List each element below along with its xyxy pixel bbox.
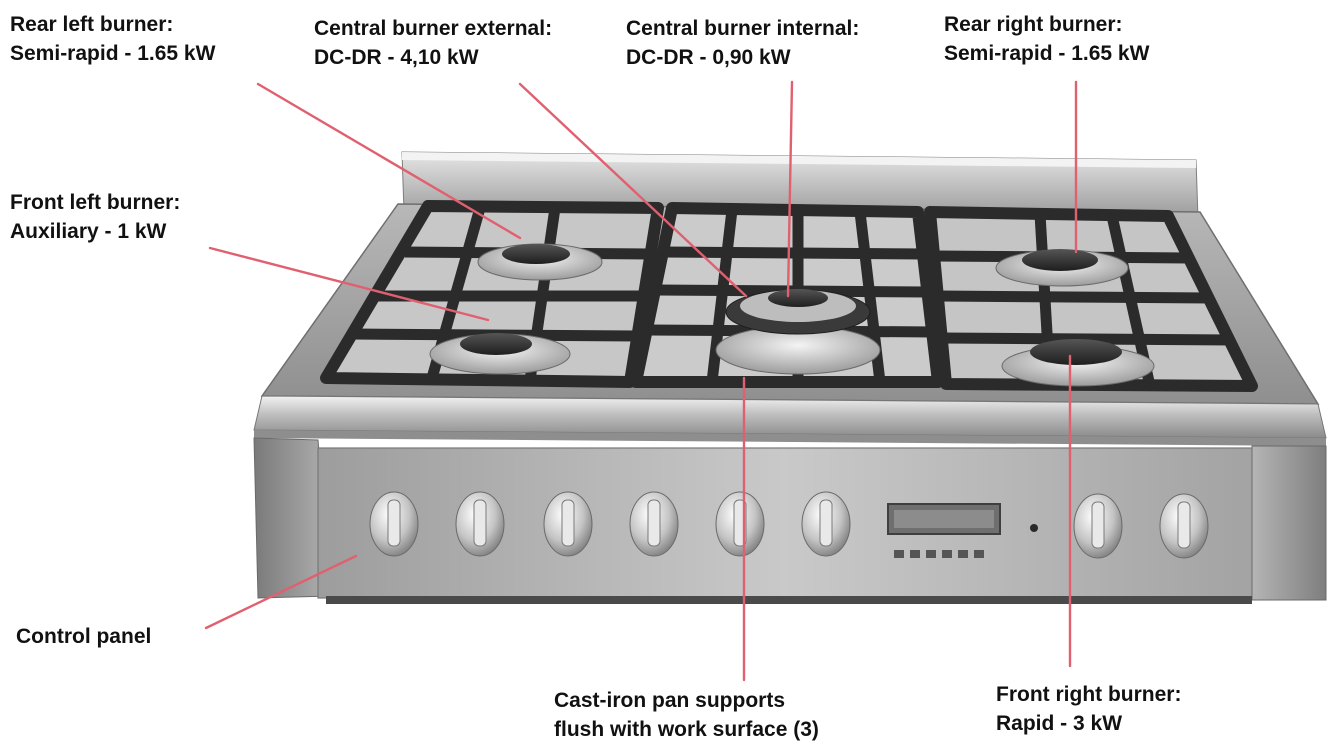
knob-6 — [801, 491, 851, 557]
timer-buttons — [894, 550, 984, 558]
label-rear-left-spec: Semi-rapid - 1.65 kW — [10, 42, 216, 65]
label-rear-right-burner: Rear right burner: Semi-rapid - 1.65 kW — [944, 10, 1149, 68]
leader-central-internal — [786, 80, 794, 298]
label-central-burner-external: Central burner external: DC-DR - 4,10 kW — [314, 14, 552, 72]
label-front-right-title: Front right burner: — [996, 683, 1182, 706]
leader-rear-left — [256, 82, 522, 240]
label-control-panel: Control panel — [16, 622, 151, 651]
label-front-right-burner: Front right burner: Rapid - 3 kW — [996, 680, 1181, 738]
knob-8 — [1159, 493, 1209, 559]
label-front-left-title: Front left burner: — [10, 191, 181, 214]
label-central-external-spec: DC-DR - 4,10 kW — [314, 46, 479, 69]
label-central-burner-internal: Central burner internal: DC-DR - 0,90 kW — [626, 14, 859, 72]
knob-1 — [369, 491, 419, 557]
leader-central-external — [518, 82, 748, 298]
label-front-left-spec: Auxiliary - 1 kW — [10, 220, 167, 243]
label-front-left-burner: Front left burner: Auxiliary - 1 kW — [10, 188, 180, 246]
burner-front-right — [1001, 339, 1155, 387]
knob-5 — [715, 491, 765, 557]
front-trim — [253, 395, 1327, 446]
cooktop-body — [253, 437, 1327, 604]
knob-7 — [1073, 493, 1123, 559]
label-pan-supports-line2: flush with work surface (3) — [554, 718, 819, 741]
burner-central — [715, 289, 881, 375]
label-rear-right-title: Rear right burner: — [944, 13, 1123, 36]
burner-rear-right — [995, 249, 1129, 287]
timer-display — [887, 503, 1038, 535]
label-control-panel-title: Control panel — [16, 625, 152, 648]
label-pan-supports-line1: Cast-iron pan supports — [554, 689, 786, 712]
label-pan-supports: Cast-iron pan supports flush with work s… — [554, 686, 819, 744]
label-front-right-spec: Rapid - 3 kW — [996, 712, 1123, 735]
label-central-external-title: Central burner external: — [314, 17, 553, 40]
label-central-internal-spec: DC-DR - 0,90 kW — [626, 46, 791, 69]
right-grate — [924, 206, 1258, 392]
knob-3 — [543, 491, 593, 557]
label-central-internal-title: Central burner internal: — [626, 17, 860, 40]
burner-front-left — [429, 333, 571, 375]
leader-front-left — [208, 246, 490, 322]
label-rear-right-spec: Semi-rapid - 1.65 kW — [944, 42, 1150, 65]
label-rear-left-burner: Rear left burner: Semi-rapid - 1.65 kW — [10, 10, 215, 68]
leader-control-panel — [204, 554, 358, 630]
knob-2 — [455, 491, 505, 557]
label-rear-left-title: Rear left burner: — [10, 13, 174, 36]
leader-lines — [204, 80, 1078, 682]
knob-4 — [629, 491, 679, 557]
burner-rear-left — [477, 243, 603, 281]
